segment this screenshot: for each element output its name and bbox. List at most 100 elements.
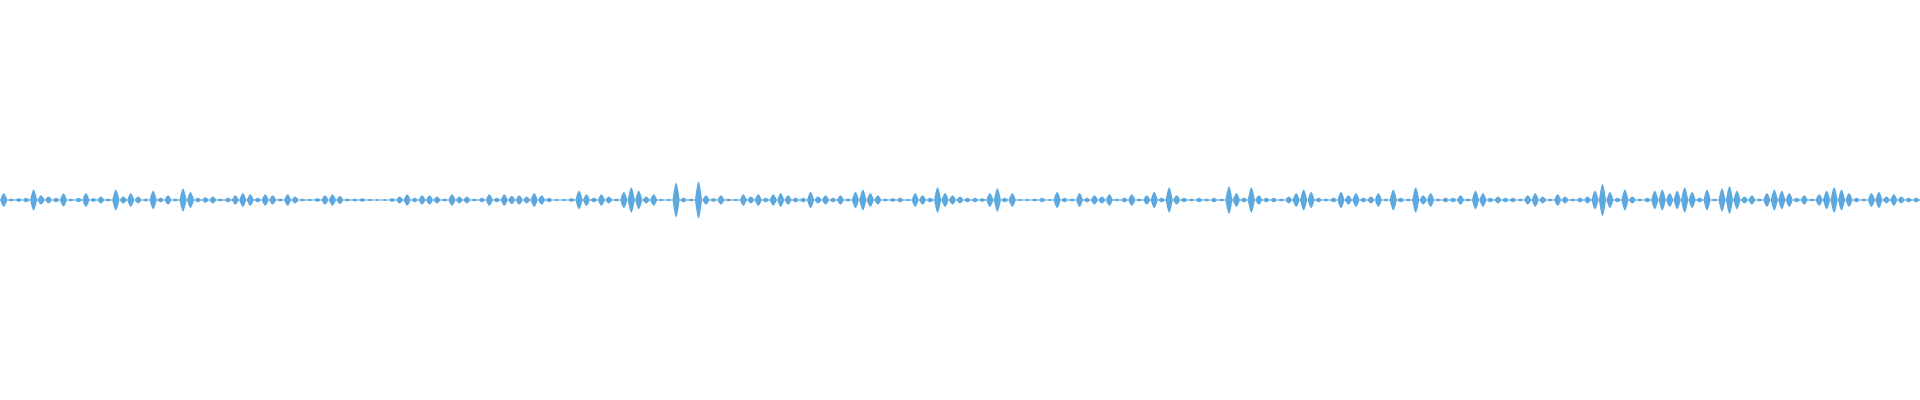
waveform-peak [224, 197, 232, 203]
waveform-peak [881, 198, 889, 202]
waveform-peak [1725, 186, 1734, 214]
waveform-peak [1075, 193, 1084, 207]
waveform-peak [784, 195, 792, 205]
waveform-peak [747, 196, 755, 204]
waveform-peak [657, 198, 665, 202]
waveform-peak [1785, 193, 1793, 207]
waveform-peak [1352, 193, 1360, 207]
waveform-peak [254, 197, 262, 203]
waveform-peak [1808, 198, 1816, 202]
waveform-peak [1598, 183, 1607, 217]
waveform-peak [179, 188, 187, 212]
waveform-peak [1247, 187, 1255, 213]
waveform-peak [844, 198, 852, 202]
waveform-peak [478, 197, 486, 203]
waveform-peak [1456, 195, 1465, 205]
waveform-peak [1031, 198, 1039, 202]
waveform-peak [485, 194, 493, 206]
waveform-peak [806, 191, 815, 209]
waveform-peak [0, 193, 8, 207]
waveform-peak [1583, 196, 1592, 204]
waveform-peak [1292, 193, 1300, 207]
waveform-peak [164, 195, 172, 205]
waveform-peak [829, 197, 837, 203]
waveform-peak [1105, 194, 1114, 206]
waveform-peak [754, 194, 762, 206]
waveform-peak [1710, 198, 1719, 202]
waveform-peak [425, 195, 434, 205]
waveform-peak [866, 193, 874, 207]
waveform-peak [1217, 198, 1226, 202]
waveform-peak [1651, 190, 1659, 210]
waveform-peak [724, 198, 732, 202]
waveform-peak [605, 196, 613, 204]
waveform-peak [926, 197, 934, 203]
waveform-peak [1606, 191, 1614, 209]
waveform-peak [433, 196, 441, 204]
waveform-peak [1322, 198, 1330, 202]
waveform-peak [336, 195, 344, 205]
waveform-peak [1793, 197, 1801, 203]
waveform-peak [321, 195, 329, 205]
waveform-peak [1509, 197, 1517, 203]
waveform-peak [971, 197, 979, 203]
waveform-peak [702, 195, 710, 205]
waveform-peak [1681, 187, 1689, 213]
waveform-peak [1464, 198, 1472, 202]
waveform-peak [1277, 198, 1285, 202]
waveform-peak [1023, 198, 1031, 202]
waveform-peak [963, 197, 972, 203]
waveform-peak [261, 194, 269, 206]
waveform-peak [1262, 197, 1270, 203]
waveform-peak [567, 198, 576, 202]
waveform-peak [22, 197, 30, 203]
waveform-peak [620, 191, 628, 209]
waveform-peak [1666, 193, 1674, 207]
waveform-peak [119, 196, 127, 204]
waveform-peak [582, 194, 591, 206]
waveform-peak [1688, 191, 1696, 209]
waveform-peak [351, 198, 359, 202]
waveform-peak [1554, 194, 1562, 206]
waveform-peak [149, 190, 157, 210]
waveform-peak [814, 196, 822, 204]
waveform-peak [30, 189, 38, 211]
waveform-peak [1427, 193, 1435, 207]
waveform-peak [440, 198, 449, 202]
waveform-peak [1763, 193, 1771, 207]
waveform-peak [1524, 195, 1532, 205]
waveform-peak [575, 190, 583, 210]
waveform-peak [1359, 197, 1368, 203]
waveform-peak [1733, 190, 1741, 210]
waveform-peak [941, 193, 949, 207]
waveform-peak [7, 198, 15, 202]
waveform-peak [1636, 198, 1644, 202]
waveform-peak [276, 198, 284, 202]
waveform-peak [665, 198, 673, 202]
waveform-peak [1546, 198, 1554, 202]
waveform-peak [1867, 193, 1876, 207]
waveform-peak [1696, 197, 1704, 203]
waveform-peak [650, 194, 658, 206]
waveform-peak [1337, 191, 1345, 209]
waveform-peak [142, 198, 150, 202]
waveform-peak [612, 198, 620, 202]
waveform-peak [1158, 197, 1166, 203]
waveform-peak [1531, 193, 1539, 207]
waveform-peak [1344, 195, 1353, 205]
waveform-peak [82, 193, 90, 207]
waveform-peak [1890, 194, 1898, 206]
waveform-peak [978, 198, 986, 202]
waveform-peak [1083, 197, 1091, 203]
waveform-peak [463, 196, 471, 204]
waveform-peak [1613, 197, 1622, 203]
waveform-peak [15, 198, 23, 202]
waveform-peak [1240, 197, 1248, 203]
waveform-peak [911, 193, 919, 207]
waveform-peak [298, 198, 307, 202]
waveform-peak [1113, 198, 1121, 202]
waveform-peak [851, 191, 859, 209]
waveform-peak [1755, 198, 1763, 202]
waveform-peak [1382, 198, 1390, 202]
